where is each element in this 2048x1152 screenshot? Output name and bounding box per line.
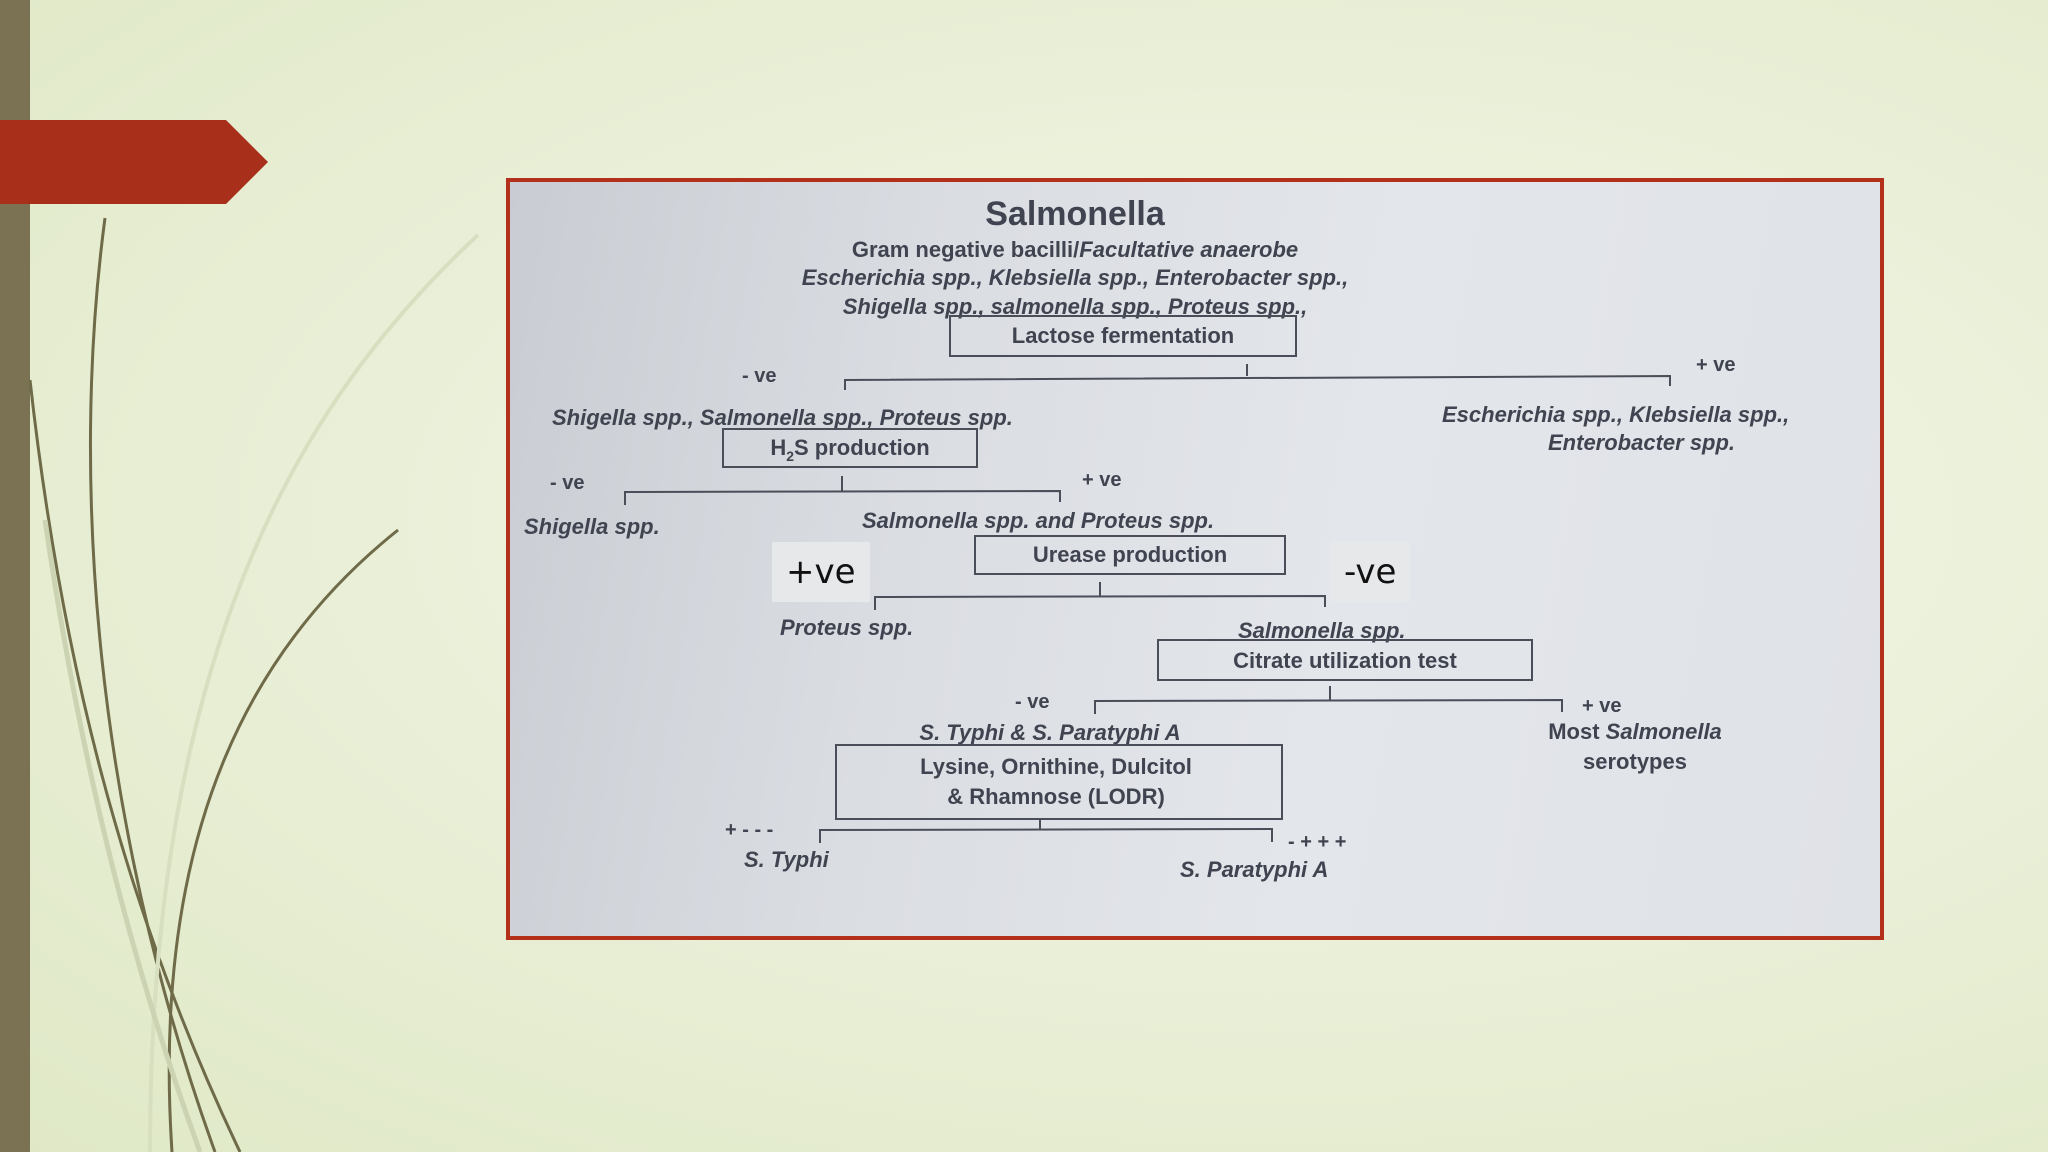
lodr-right-pattern: - + + +: [1288, 831, 1346, 853]
urease-positive-overlay: +ve: [772, 542, 870, 602]
lodr-left-pattern: + - - -: [725, 819, 773, 841]
flowchart: Salmonella Gram negative bacilli/Faculta…: [524, 195, 1789, 882]
citrate-positive-organisms-1: Most Salmonella: [1548, 719, 1722, 744]
citrate-positive-label: + ve: [1582, 695, 1621, 717]
urease-positive-organism: Proteus spp.: [780, 615, 913, 640]
urease-negative-overlay: -ve: [1330, 542, 1411, 602]
subtitle-bold: Gram negative bacilli/: [852, 237, 1079, 262]
lactose-positive-organisms-1: Escherichia spp., Klebsiella spp.,: [1442, 402, 1789, 427]
lodr-left-organism: S. Typhi: [744, 847, 830, 872]
lactose-negative-label: - ve: [742, 365, 776, 387]
h2s-positive-label: + ve: [1082, 469, 1121, 491]
figure-title: Salmonella: [985, 195, 1166, 233]
decorative-curves: [28, 217, 480, 1152]
title-tab: [0, 120, 268, 204]
salmonella-flowchart-image: Salmonella Gram negative bacilli/Faculta…: [506, 178, 1884, 940]
lodr-bracket: [819, 819, 1273, 843]
urease-production-label: Urease production: [1033, 542, 1227, 567]
h2s-negative-organism: Shigella spp.: [524, 514, 660, 539]
urease-bracket: [874, 582, 1326, 610]
lactose-positive-organisms-2: Enterobacter spp.: [1548, 430, 1735, 455]
organism-list-2: Shigella spp., salmonella spp., Proteus …: [843, 294, 1308, 319]
lodr-label-line-1: Lysine, Ornithine, Dulcitol: [920, 754, 1192, 779]
lodr-label-line-2: & Rhamnose (LODR): [947, 784, 1165, 809]
h2s-production-box: [722, 428, 978, 468]
urease-negative-organism: Salmonella spp.: [1238, 618, 1406, 643]
lactose-bracket: [844, 364, 1671, 390]
lactose-positive-label: + ve: [1696, 354, 1735, 376]
lodr-right-organism: S. Paratyphi A: [1180, 857, 1328, 882]
citrate-negative-label: - ve: [1015, 691, 1049, 713]
figure-subtitle: Gram negative bacilli/Facultative anaero…: [852, 237, 1298, 262]
citrate-positive-organisms-2: serotypes: [1583, 749, 1687, 774]
citrate-utilization-box: [1157, 639, 1533, 681]
lodr-box: [835, 744, 1283, 820]
urease-production-box: [974, 535, 1286, 575]
lactose-negative-organisms: Shigella spp., Salmonella spp., Proteus …: [552, 405, 1013, 430]
citrate-negative-organisms: S. Typhi & S. Paratyphi A: [919, 720, 1180, 745]
h2s-bracket: [624, 476, 1061, 505]
organism-list-1: Escherichia spp., Klebsiella spp., Enter…: [802, 265, 1349, 290]
lactose-fermentation-label: Lactose fermentation: [1012, 323, 1235, 348]
lactose-fermentation-box: [949, 315, 1297, 357]
citrate-bracket: [1094, 686, 1563, 714]
subtitle-italic: Facultative anaerobe: [1079, 237, 1298, 262]
citrate-utilization-label: Citrate utilization test: [1233, 648, 1457, 673]
h2s-positive-organisms: Salmonella spp. and Proteus spp.: [862, 508, 1214, 533]
h2s-production-label: H2S production: [770, 435, 929, 464]
h2s-negative-label: - ve: [550, 472, 584, 494]
